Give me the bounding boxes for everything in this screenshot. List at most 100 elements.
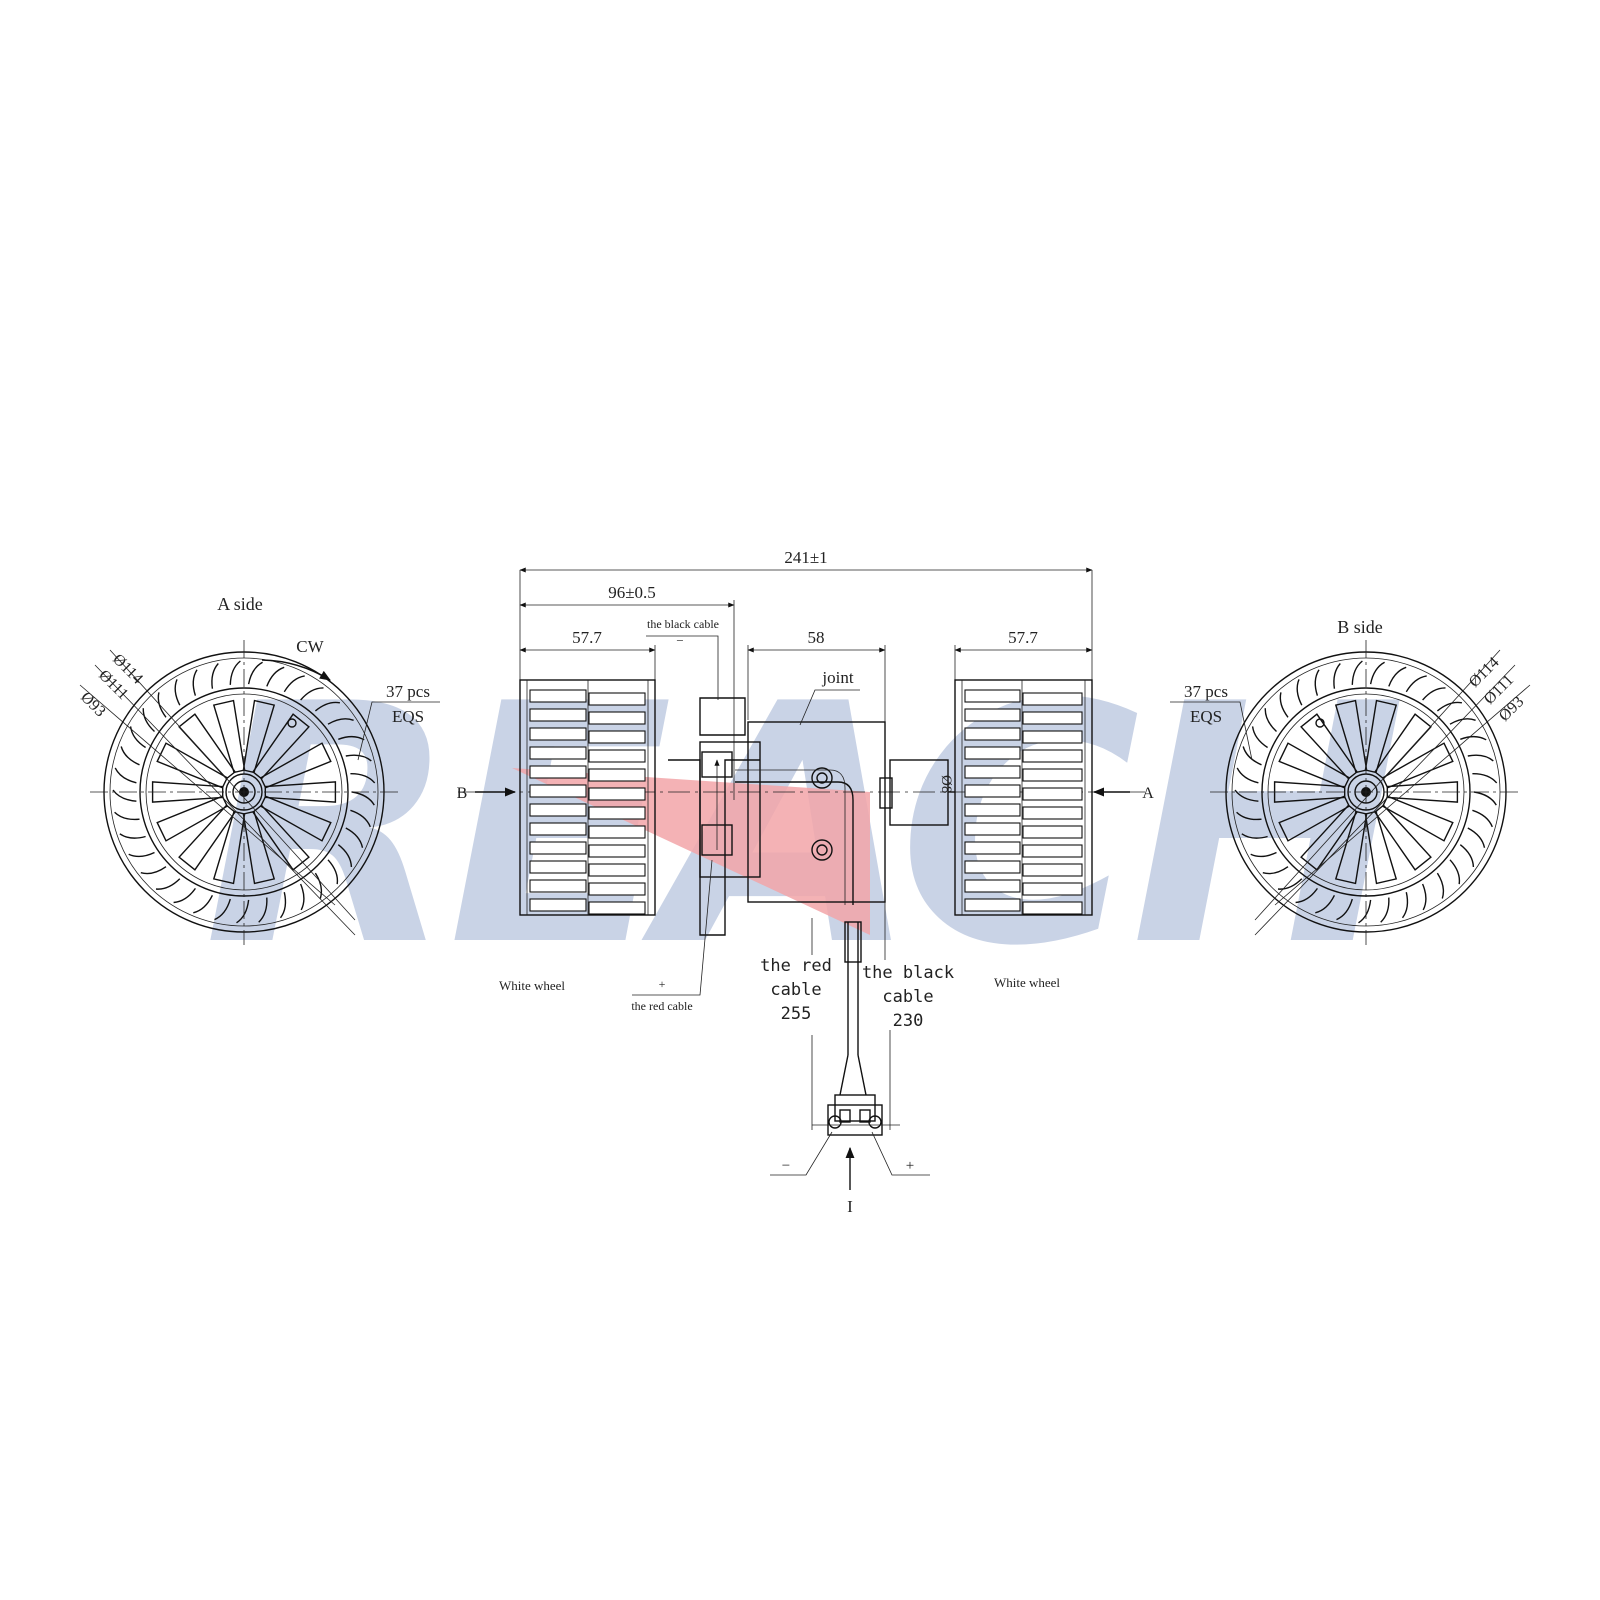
fan-blade [350,772,376,784]
fan-blade [1467,827,1486,848]
wheel-vane [588,730,646,744]
wheel-vane [1022,863,1083,877]
wheel-vane [964,898,1021,912]
fan-blade [337,844,353,868]
fan-spoke [242,810,276,885]
fan-blade [211,663,219,689]
fan-blade [314,701,341,712]
red-cable-line1: the red [760,956,832,976]
fan-blade [1467,754,1494,762]
wheel-vane [1022,787,1083,801]
fan-blade [1236,811,1262,821]
wheel-vane [529,746,587,760]
wheel-vane [1022,749,1083,763]
fan-blade [279,892,287,919]
fan-spoke [252,713,310,780]
fan-blade [351,791,375,806]
fan-blade [140,866,167,875]
fan-blade [1333,663,1341,689]
wheel-vane [529,803,587,817]
fan-blade [1472,809,1493,828]
wheel-vane [588,692,646,706]
fan-blade [1250,851,1277,858]
fan-spoke [1374,804,1432,871]
motor-dimension: 58 [808,628,825,647]
fan-blade [1262,866,1289,875]
fan-spoke [212,699,246,774]
connector-plus-label: + [906,1158,914,1174]
fan-blade [300,687,324,701]
fan-blade [314,872,323,899]
fan-spoke [1273,781,1346,803]
d93-label: Ø93 [77,689,109,721]
motor-housing [668,697,955,936]
wheel-vane [588,749,646,763]
fan-spoke [1381,742,1454,789]
fan-blade [1279,692,1289,718]
fan-spoke [259,742,332,789]
wheel-vane [964,879,1021,893]
wheel-vane [964,860,1021,874]
joint-label: joint [821,668,853,687]
fan-blade [1472,772,1498,784]
wheel-vane [529,765,587,779]
fan-blade [114,767,137,784]
wheel-vane [529,822,587,836]
wheel-vane [529,689,587,703]
wheel-right-dimension: 57.7 [1008,628,1038,647]
fan-blade [1459,844,1475,868]
fan-blade [229,660,241,685]
a-side-fan-view [79,640,440,945]
fan-spoke [259,795,332,842]
b-side-label: B side [1337,617,1383,637]
wheel-vane [964,689,1021,703]
fan-blade [350,809,371,828]
wheel-vane [588,787,646,801]
view-b-label: B [457,785,468,802]
eqs-label-right: EQS [1190,707,1222,726]
fan-spoke [212,810,246,885]
fan-blade [1264,708,1277,733]
fan-blade [142,708,155,733]
fan-blade [119,833,146,839]
fan-blade [1295,887,1318,904]
fan-blade [266,666,285,687]
wheel-vane [1022,806,1083,820]
wheel-vane [1022,825,1083,839]
fan-spoke [1364,699,1398,774]
white-wheel-left-label: White wheel [499,978,565,993]
motor-side-dimension: 96±0.5 [608,583,656,602]
fan-spoke [1278,795,1351,842]
fan-spoke [1278,742,1351,789]
fan-blade [1436,872,1445,899]
wheel-vane [529,727,587,741]
wheel-vane [1022,901,1083,915]
fan-spoke [1300,804,1358,871]
eqs-label: EQS [392,707,424,726]
wheel-vane [529,898,587,912]
view-a-label: A [1142,785,1154,802]
black-cable-line1: the black [862,963,954,983]
wheel-vane [529,708,587,722]
fan-blade [1369,661,1385,685]
fan-spoke [1374,713,1432,780]
fan-spoke [1334,699,1368,774]
wheel-vane [588,806,646,820]
fan-blade [1460,735,1487,741]
wheel-vane [588,882,646,896]
wheel-vane [964,727,1021,741]
wheel-vane [1022,730,1083,744]
wheel-vane [588,901,646,915]
fan-blade [120,746,140,766]
wheel-vane [529,879,587,893]
fan-blade [155,878,181,890]
wheel-vane [529,784,587,798]
wheel-vane [1022,882,1083,896]
shaft-diameter: Ø8 [938,775,954,793]
wheel-vane [1022,711,1083,725]
wheel-vane [964,746,1021,760]
pcs-label: 37 pcs [386,682,430,701]
wheel-vane [529,841,587,855]
fan-spoke [1386,781,1459,803]
plus-bottom-label: + [659,977,666,991]
